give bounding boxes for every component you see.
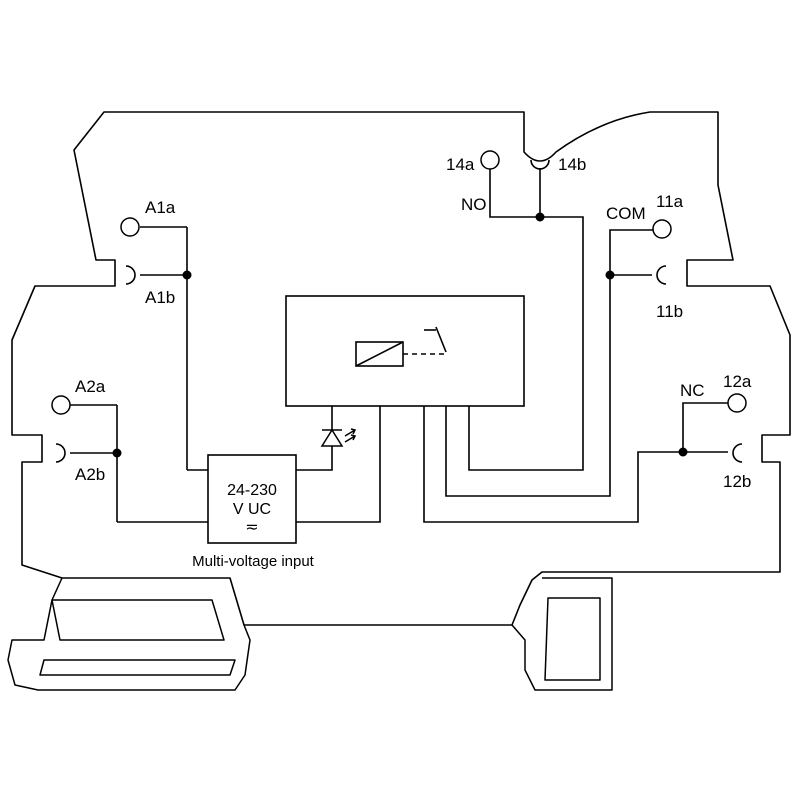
relay-frame (285, 295, 525, 407)
label-11a: 11a (656, 192, 684, 211)
terminal-screws (51, 150, 747, 415)
wiring (70, 160, 728, 523)
label-a1b: A1b (145, 288, 175, 307)
label-a1a: A1a (145, 198, 176, 217)
right-clip-icon (511, 577, 613, 691)
label-a2b: A2b (75, 465, 105, 484)
led-icon (320, 428, 357, 447)
switch-contact-icon (424, 326, 447, 353)
din-rail-clip-icon (7, 577, 251, 691)
terminal-plugs (55, 159, 743, 463)
label-14b: 14b (558, 155, 586, 174)
input-block (207, 454, 297, 544)
input-unit-text: V UC (233, 501, 271, 518)
input-symbol-text: ≂ (245, 519, 258, 536)
label-nc: NC (680, 381, 705, 400)
label-11b: 11b (656, 302, 683, 321)
housing-outline (11, 111, 791, 626)
relay-coil-icon (355, 341, 404, 367)
input-caption: Multi-voltage input (192, 553, 315, 570)
label-14a: 14a (446, 155, 475, 174)
junction-dots (112, 212, 688, 458)
label-12a: 12a (723, 372, 752, 391)
label-12b: 12b (723, 472, 751, 491)
label-a2a: A2a (75, 377, 106, 396)
label-com: COM (606, 204, 646, 223)
label-no: NO (461, 195, 487, 214)
input-voltage-text: 24-230 (227, 482, 277, 499)
